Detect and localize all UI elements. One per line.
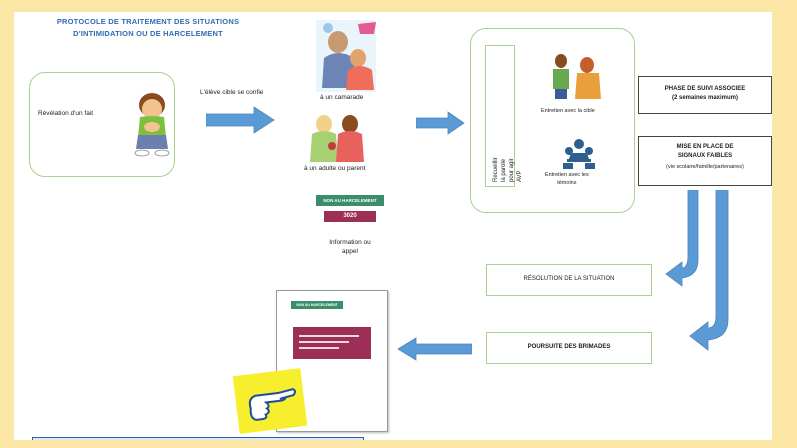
arrow-to-document	[397, 337, 472, 361]
interview-target-label: Entretien avec la cible	[541, 108, 595, 114]
arrow-to-resolution	[665, 190, 699, 287]
arrow-to-collect	[416, 111, 465, 135]
document-badge: NON AU HARCELEMENT	[291, 301, 343, 309]
followup-phase-box: PHASE DE SUIVI ASSOCIEE (2 semaines maxi…	[638, 76, 772, 114]
revelation-label: Révélation d'un fait	[38, 110, 94, 117]
adult-talk-illustration	[306, 110, 372, 166]
peer-talk-illustration	[316, 20, 376, 92]
signals-title: MISE EN PLACE DE	[676, 144, 734, 150]
target-interview-illustration	[547, 51, 603, 101]
title-line-1: PROTOCOLE DE TRAITEMENT DES SITUATIONS	[56, 17, 240, 26]
interview-witnesses-label: Entretien avec les témoins	[545, 172, 589, 186]
signals-subtitle: (vie scolaire/famille/partenaires)	[666, 164, 744, 170]
arrow-to-pursuit	[689, 190, 729, 351]
signals-title-2: SIGNAUX FAIBLES	[677, 153, 733, 159]
arrow-to-confide	[206, 106, 275, 134]
resolution-box: RÉSOLUTION DE LA SITUATION	[486, 264, 652, 296]
revelation-box: Révélation d'un fait	[29, 72, 175, 177]
helpline-number: 3020	[324, 211, 376, 222]
diagram-canvas: PROTOCOLE DE TRAITEMENT DES SITUATIONS D…	[14, 12, 772, 440]
collect-vertical-label: Recueillir la parole pour agir AVP	[493, 157, 523, 182]
pursuit-label: POURSUITE DES BRIMADES	[527, 344, 611, 350]
document-cover-line	[299, 347, 339, 349]
pointing-hand-note	[232, 368, 308, 434]
collect-vertical-box: Recueillir la parole pour agir AVP	[485, 45, 523, 187]
document-cover-line	[299, 341, 349, 343]
confide-label: L'élève cible se confie	[200, 89, 264, 96]
followup-title: PHASE DE SUIVI ASSOCIEE	[664, 86, 746, 92]
document-cover-band	[293, 327, 371, 359]
diagram-title: PROTOCOLE DE TRAITEMENT DES SITUATIONS D…	[48, 16, 248, 40]
sad-child-illustration	[134, 93, 170, 157]
pointing-hand-icon	[248, 388, 297, 421]
title-line-2: D'INTIMIDATION OU DE HARCELEMENT	[73, 29, 223, 38]
weak-signals-box: MISE EN PLACE DE SIGNAUX FAIBLES (vie sc…	[638, 136, 772, 186]
helpline-badge-top: NON AU HARCELEMENT	[316, 195, 384, 206]
document-cover-line	[299, 335, 359, 337]
to-adult-label: à un adulte ou parent	[304, 165, 366, 172]
witnesses-meeting-icon	[563, 139, 595, 169]
resolution-label: RÉSOLUTION DE LA SITUATION	[523, 276, 615, 282]
to-peer-label: à un camarade	[320, 94, 364, 101]
info-call-label: Information ou appel	[329, 239, 371, 255]
collect-speech-box: Recueillir la parole pour agir AVP Entre…	[470, 28, 635, 213]
pursuit-box: POURSUITE DES BRIMADES	[486, 332, 652, 364]
followup-subtitle: (2 semaines maximum)	[671, 95, 739, 101]
helpline-badge: NON AU HARCELEMENT 3020	[316, 195, 384, 237]
bottom-banner	[32, 437, 364, 440]
